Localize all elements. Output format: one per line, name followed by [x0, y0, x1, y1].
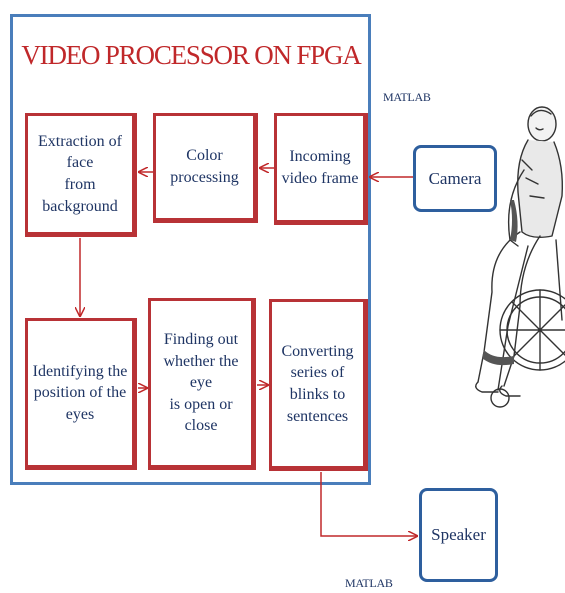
node-finding-line: is open or close	[169, 395, 233, 435]
node-color-line: processing	[170, 169, 239, 186]
node-incoming-video: Incoming video frame	[274, 113, 368, 225]
node-incoming-line: video frame	[281, 170, 359, 187]
node-color-line: Color	[186, 147, 223, 165]
node-converting-blinks: Converting series of blinks to sentences	[269, 299, 368, 471]
edge-converting-speaker	[320, 472, 417, 536]
node-finding-line: whether the eye	[163, 352, 239, 392]
node-converting-line: Converting	[281, 342, 354, 360]
node-color-processing: Color processing	[153, 113, 258, 223]
diagram-title: VIDEO PROCESSOR ON FPGA	[21, 40, 361, 70]
node-finding-eye-state: Finding out whether the eye is open or c…	[148, 298, 256, 470]
node-converting-line: series of	[290, 364, 345, 382]
matlab-label-bottom: MATLAB	[345, 576, 393, 590]
node-extraction-line: from background	[42, 176, 118, 215]
camera-box: Camera	[413, 145, 497, 212]
node-incoming-line: Incoming	[289, 148, 351, 166]
node-extraction-line: Extraction of face	[38, 132, 122, 172]
node-extraction: Extraction of face from background	[25, 113, 137, 237]
node-identify-line: eyes	[65, 405, 95, 423]
node-converting-line: blinks to	[289, 386, 346, 403]
node-identify-eyes: Identifying the position of the eyes	[25, 318, 137, 470]
speaker-box: Speaker	[419, 488, 498, 582]
node-identify-line: position of the	[33, 384, 127, 402]
node-converting-line: sentences	[286, 407, 349, 425]
fpga-frame	[10, 14, 371, 485]
node-finding-line: Finding out	[163, 331, 239, 349]
node-identify-line: Identifying the	[32, 362, 128, 380]
matlab-label-top: MATLAB	[383, 90, 431, 104]
